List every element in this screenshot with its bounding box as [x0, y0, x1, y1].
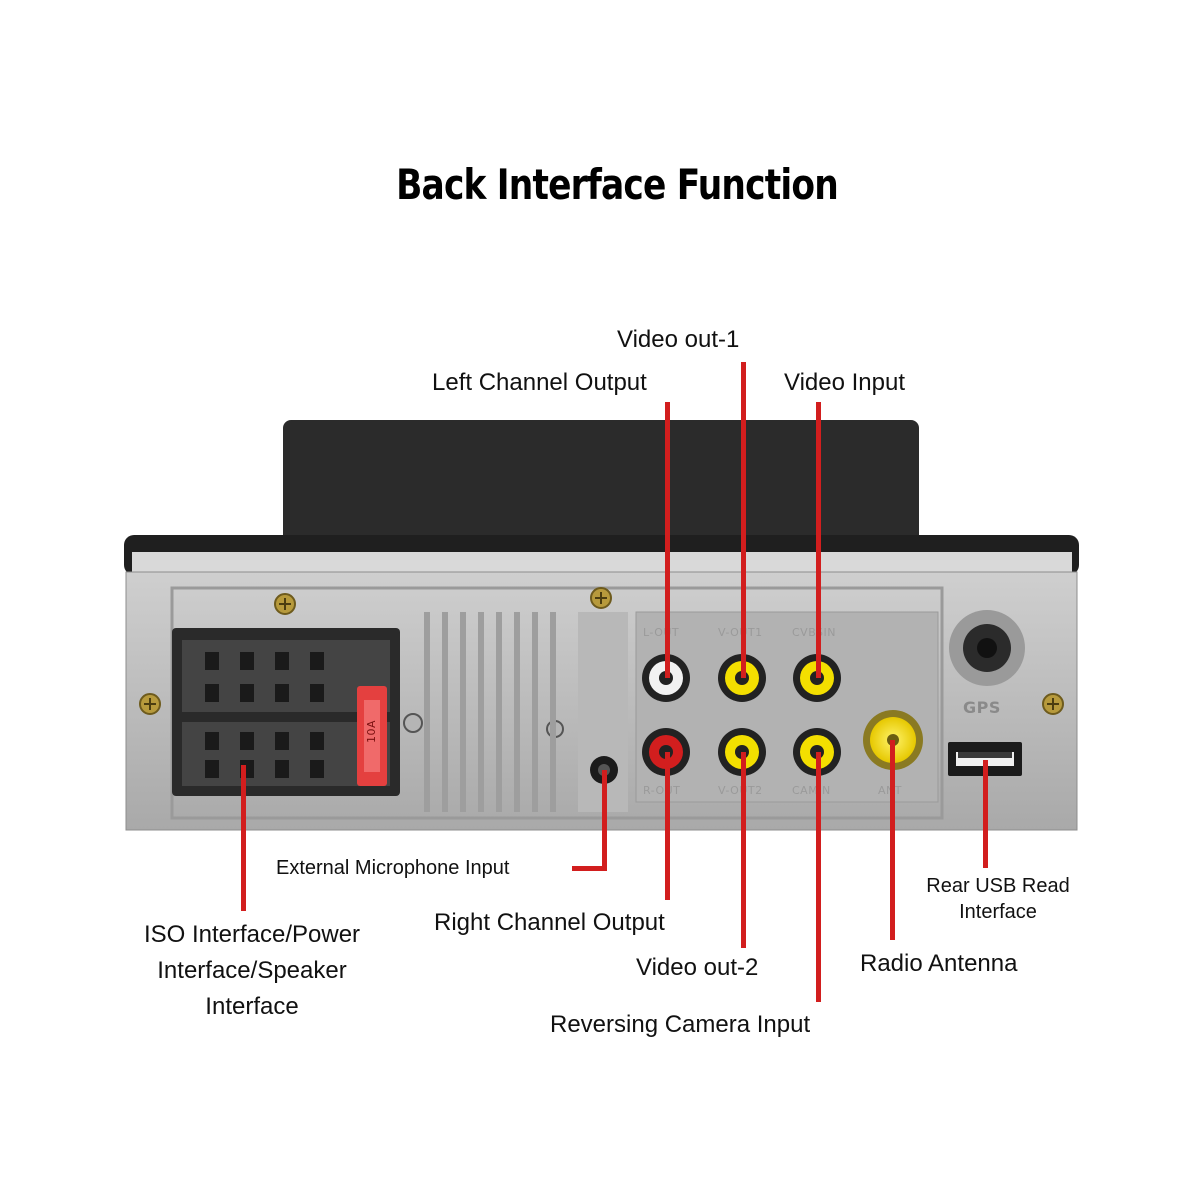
label-video-input: Video Input	[784, 369, 905, 396]
label-reversing-camera-input: Reversing Camera Input	[550, 1011, 811, 1038]
label-iso-line2: Interface/Speaker	[157, 957, 347, 984]
rca-jack-l-out	[642, 654, 690, 702]
leader-iso	[241, 765, 246, 911]
leader-mic-h	[572, 866, 607, 871]
mark-v-out2: V-OUT2	[718, 784, 763, 797]
leader-video-out-2	[741, 752, 746, 948]
label-right-channel-output: Right Channel Output	[434, 909, 665, 936]
label-iso-line1: ISO Interface/Power	[143, 921, 361, 948]
mark-r-out: R-OUT	[643, 784, 681, 797]
label-iso-line3: Interface	[205, 993, 299, 1020]
leader-video-out-1	[741, 362, 746, 678]
mark-ant: ANT	[878, 784, 902, 797]
mark-l-out: L-OUT	[643, 626, 680, 639]
leader-video-input	[816, 402, 821, 678]
rca-jack-cvbs-in	[793, 654, 841, 702]
label-rear-usb-line2: Interface	[959, 901, 1037, 923]
mark-cam-in: CAMIN	[792, 784, 831, 797]
usb-port	[948, 742, 1022, 776]
rca-jack-v-out1	[718, 654, 766, 702]
leader-right-channel	[665, 752, 670, 900]
leader-usb	[983, 760, 988, 868]
iso-connector	[172, 628, 400, 796]
label-video-out-2: Video out-2	[636, 954, 759, 981]
label-rear-usb-line1: Rear USB Read	[926, 875, 1070, 897]
top-chassis	[283, 420, 919, 560]
gps-port	[949, 610, 1025, 686]
leader-mic-v	[602, 770, 607, 870]
mark-gps: GPS	[963, 698, 1001, 717]
rca-block	[635, 611, 939, 803]
diagram-title: Back Interface Function	[396, 160, 839, 209]
leader-left-channel	[665, 402, 670, 678]
label-video-out-1: Video out-1	[617, 326, 740, 353]
mark-cvbs-in: CVBSIN	[792, 626, 837, 639]
label-radio-antenna: Radio Antenna	[860, 950, 1018, 977]
label-external-microphone-input: External Microphone Input	[276, 857, 510, 879]
label-iso-interface: ISO Interface/Power Interface/Speaker In…	[110, 917, 394, 1025]
label-rear-usb: Rear USB Read Interface	[912, 873, 1084, 925]
leader-reversing-camera	[816, 752, 821, 1002]
mark-v-out1: V-OUT1	[718, 626, 763, 639]
label-left-channel-output: Left Channel Output	[432, 369, 647, 396]
heatsink-fins	[424, 612, 556, 812]
leader-radio-antenna	[890, 740, 895, 940]
mark-fuse: 10A	[365, 719, 379, 744]
